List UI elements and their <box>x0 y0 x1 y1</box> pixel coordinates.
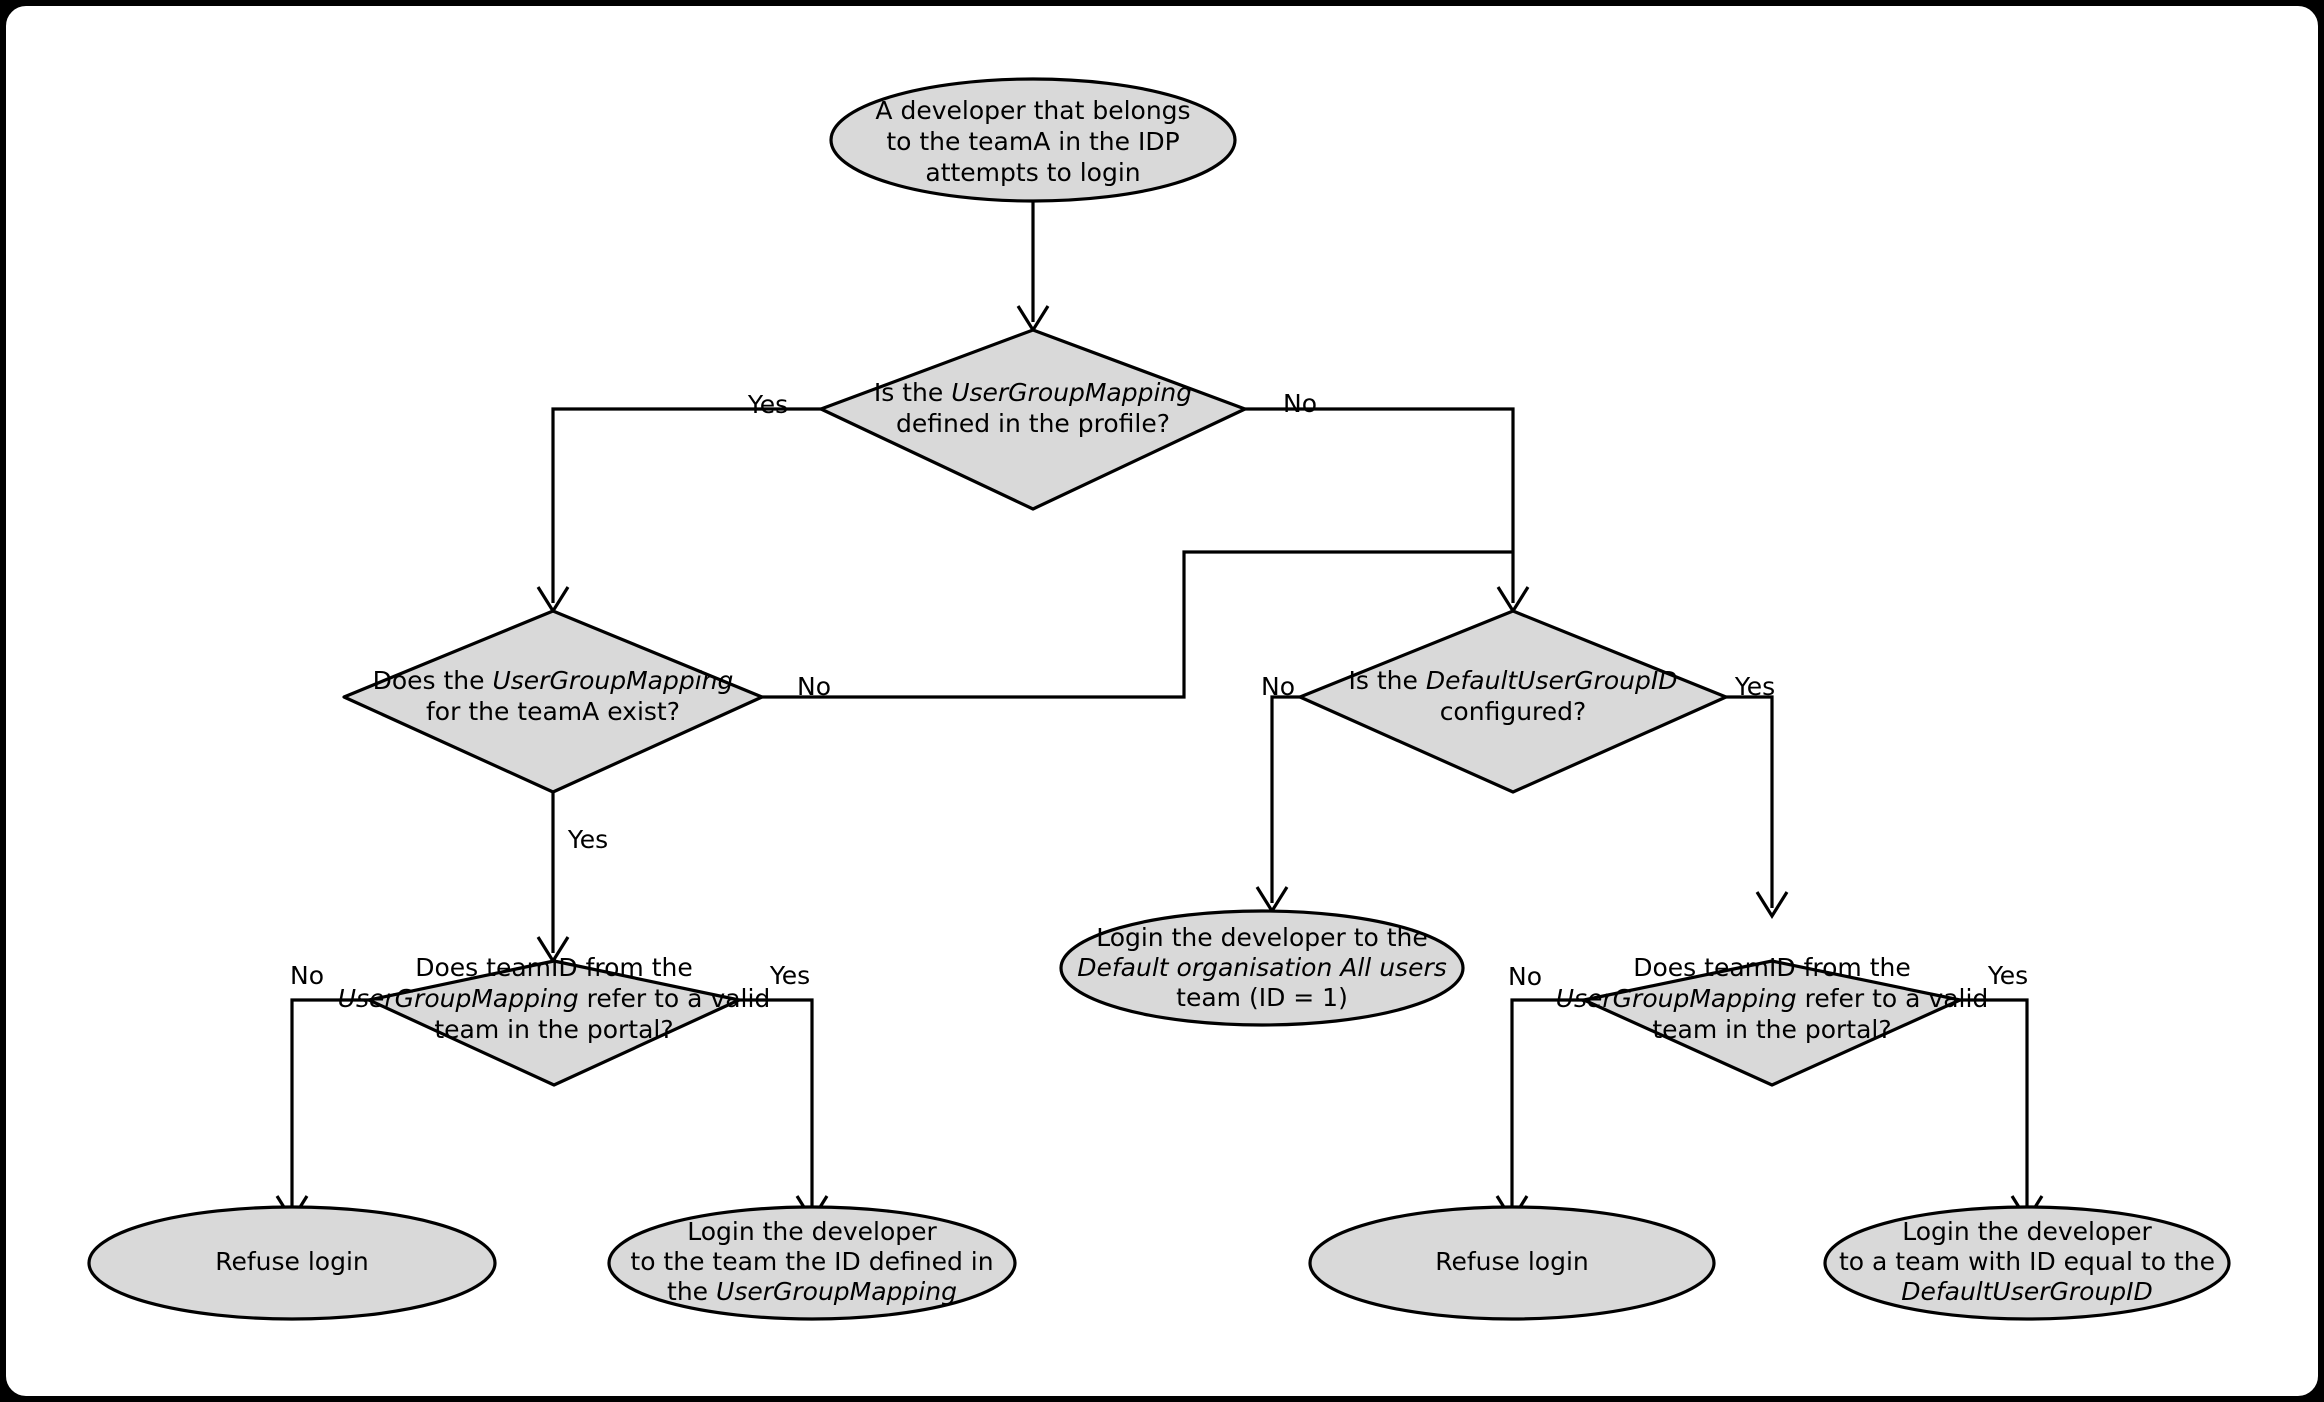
e4-line-1: Refuse login <box>1435 1247 1589 1276</box>
node-end-refuse-login-right[interactable]: Refuse login <box>1308 1205 1716 1321</box>
node-decision-teamid-valid-right[interactable]: Does teamID from the UserGroupMapping re… <box>1556 953 1989 1087</box>
e5-ellipse <box>1823 1205 2231 1321</box>
d2-line-1: Does the UserGroupMapping <box>373 666 734 695</box>
d3-diamond <box>1298 609 1728 794</box>
d5-line-1: Does teamID from the <box>1633 953 1910 982</box>
edge-d3-no-to-e1 <box>1270 695 1300 903</box>
d2-line-2: for the teamA exist? <box>426 697 680 726</box>
node-end-login-mapped-team[interactable]: Login the developer to the team the ID d… <box>607 1205 1017 1321</box>
e5-line-3: DefaultUserGroupID <box>1901 1277 2153 1306</box>
node-decision-usergroupmapping-for-teama[interactable]: Does the UserGroupMapping for the teamA … <box>342 609 764 794</box>
d5-line-2: UserGroupMapping refer to a valid <box>1556 984 1989 1013</box>
node-end-login-default-group[interactable]: Login the developer to a team with ID eq… <box>1823 1205 2231 1321</box>
node-start[interactable]: A developer that belongs to the teamA in… <box>829 77 1237 203</box>
edges-layer <box>275 201 2044 1224</box>
start-line-1: A developer that belongs <box>875 96 1190 125</box>
label-d2-yes: Yes <box>567 825 608 854</box>
edge-d5-yes-to-e5 <box>1960 998 2029 1212</box>
label-d5-yes: Yes <box>1987 961 2028 990</box>
e3-ellipse <box>607 1205 1017 1321</box>
e3-line-2: to the team the ID defined in <box>630 1247 993 1276</box>
d3-line-2: configured? <box>1440 697 1587 726</box>
d5-diamond <box>1582 959 1962 1087</box>
label-d3-yes: Yes <box>1734 672 1775 701</box>
d1-line-2: defined in the profile? <box>896 409 1170 438</box>
node-decision-teamid-valid-left[interactable]: Does teamID from the UserGroupMapping re… <box>338 953 771 1087</box>
edge-d2-no-to-d3 <box>762 550 1513 699</box>
edge-d4-yes-to-e3 <box>739 998 814 1212</box>
e1-line-3: team (ID = 1) <box>1176 983 1348 1012</box>
d1-diamond <box>819 328 1247 511</box>
start-ellipse <box>829 77 1237 203</box>
arrowhead-d3-yes-to-d5 <box>1755 891 1789 920</box>
d4-line-1: Does teamID from the <box>415 953 692 982</box>
edge-labels-layer: Yes No No Yes No Yes No Yes No Yes <box>290 389 2028 991</box>
e1-line-2: Default organisation All users <box>1077 953 1447 982</box>
edge-d3-yes-to-d5 <box>1726 695 1774 908</box>
label-d2-no: No <box>797 672 831 701</box>
start-line-2: to the teamA in the IDP <box>886 127 1179 156</box>
d4-line-3: team in the portal? <box>434 1015 673 1044</box>
edge-d1-no-to-d3 <box>1245 407 1515 603</box>
node-end-refuse-login-left[interactable]: Refuse login <box>87 1205 497 1321</box>
start-line-3: attempts to login <box>925 158 1140 187</box>
edge-d1-yes-to-d2 <box>551 407 821 603</box>
e5-line-1: Login the developer <box>1902 1217 2152 1246</box>
label-d3-no: No <box>1261 672 1295 701</box>
label-d1-yes: Yes <box>747 390 788 419</box>
d2-diamond <box>342 609 764 794</box>
label-d4-yes: Yes <box>769 961 810 990</box>
node-decision-usergroupmapping-defined[interactable]: Is the UserGroupMapping defined in the p… <box>819 328 1247 511</box>
e5-line-2: to a team with ID equal to the <box>1839 1247 2215 1276</box>
e1-ellipse <box>1059 909 1465 1027</box>
label-d1-no: No <box>1283 389 1317 418</box>
e1-line-1: Login the developer to the <box>1096 923 1428 952</box>
e2-line-1: Refuse login <box>215 1247 369 1276</box>
edge-d4-no-to-e2 <box>290 998 369 1212</box>
e4-ellipse <box>1308 1205 1716 1321</box>
d3-line-1: Is the DefaultUserGroupID <box>1349 666 1678 695</box>
d1-line-1: Is the UserGroupMapping <box>874 378 1192 407</box>
d4-line-2: UserGroupMapping refer to a valid <box>338 984 771 1013</box>
edge-d5-no-to-e4 <box>1510 998 1584 1212</box>
label-d4-no: No <box>290 961 324 990</box>
label-d5-no: No <box>1508 962 1542 991</box>
node-decision-defaultusergroupid-configured[interactable]: Is the DefaultUserGroupID configured? <box>1298 609 1728 794</box>
d5-line-3: team in the portal? <box>1652 1015 1891 1044</box>
e3-line-1: Login the developer <box>687 1217 937 1246</box>
node-end-default-organisation[interactable]: Login the developer to the Default organ… <box>1059 909 1465 1027</box>
e2-ellipse <box>87 1205 497 1321</box>
e3-line-3: the UserGroupMapping <box>667 1277 957 1306</box>
d4-diamond <box>367 959 741 1087</box>
